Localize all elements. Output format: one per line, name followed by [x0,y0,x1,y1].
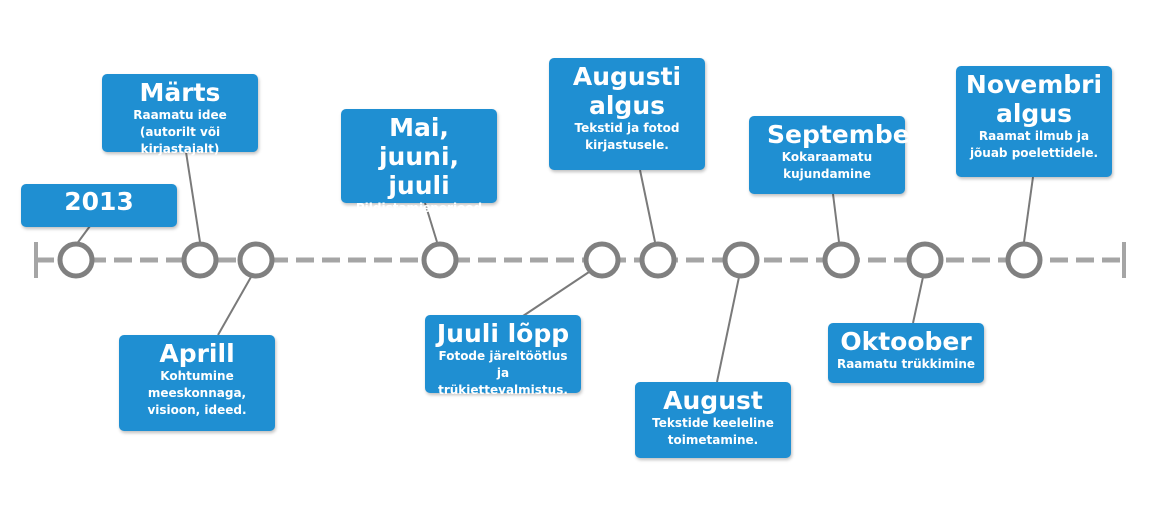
event-description: Raamatu idee (autorilt või kirjastajalt) [133,108,227,156]
event-box-marts: Märts Raamatu idee (autorilt või kirjast… [102,74,258,156]
event-description: Kohtumine meeskonnaga, visioon, ideed. [147,369,247,417]
event-box-2013: 2013 [21,184,177,227]
nodes [57,241,1043,279]
node-august [722,241,760,279]
event-title: Novembri algus [965,70,1103,128]
node-novembri-algus [1005,241,1043,279]
event-title: Oktoober [840,327,972,356]
event-title: Mai, juuni, juuli [378,113,460,200]
event-box-oktoober: Oktoober Raamatu trükkimine [828,323,984,383]
event-description: Raamatu trükkimine [836,357,976,371]
connector-augusti-algus [639,169,656,243]
event-description: Kokaraamatu kujundamine [781,150,873,181]
node-oktoober [906,241,944,279]
connector-september [832,193,840,243]
event-box-augusti-algus: Augusti algus Tekstid ja fotod kirjastus… [549,58,705,170]
connector-oktoober [912,276,924,324]
event-description: Raamat ilmub ja jõuab poelettidele. [969,129,1099,160]
connector-aprill [217,276,252,336]
connector-marts [185,151,201,243]
connector-mai-juuli [424,202,438,243]
node-marts [181,241,219,279]
event-description: Tekstid ja fotod kirjastusele. [574,121,680,152]
event-title: Aprill [159,339,235,368]
node-2013 [57,241,95,279]
event-box-novembri-algus: Novembri algus Raamat ilmub ja jõuab poe… [956,66,1112,177]
event-title: September [767,120,922,149]
node-september [822,241,860,279]
node-juuli-lopp [583,241,621,279]
connector-juuli-lopp [519,269,593,319]
event-box-juuli-lopp: Juuli lõpp Fotode järeltöötlus ja trükie… [425,315,581,397]
event-box-september: September Kokaraamatu kujundamine [749,116,922,194]
connector-august [716,276,740,383]
node-aprill [237,241,275,279]
event-title: 2013 [64,187,134,216]
event-title: August [663,386,763,415]
event-box-august: August Tekstide keeleline toimetamine. [635,382,791,458]
event-title: Juuli lõpp [436,319,570,348]
event-box-mai-juuli: Mai, juuni, juuli Pildistamisperiood [341,109,497,215]
connectors [75,151,1034,383]
event-box-aprill: Aprill Kohtumine meeskonnaga, visioon, i… [119,335,275,431]
event-title: Märts [139,78,221,107]
event-description: Tekstide keeleline toimetamine. [652,416,774,447]
event-title: Augusti algus [572,62,682,120]
event-description: Pildistamisperiood [355,201,483,215]
event-description: Fotode järeltöötlus ja trükiettevalmistu… [438,349,568,397]
connector-novembri-algus [1023,176,1034,243]
node-mai-juuli [421,241,459,279]
node-augusti-algus [639,241,677,279]
